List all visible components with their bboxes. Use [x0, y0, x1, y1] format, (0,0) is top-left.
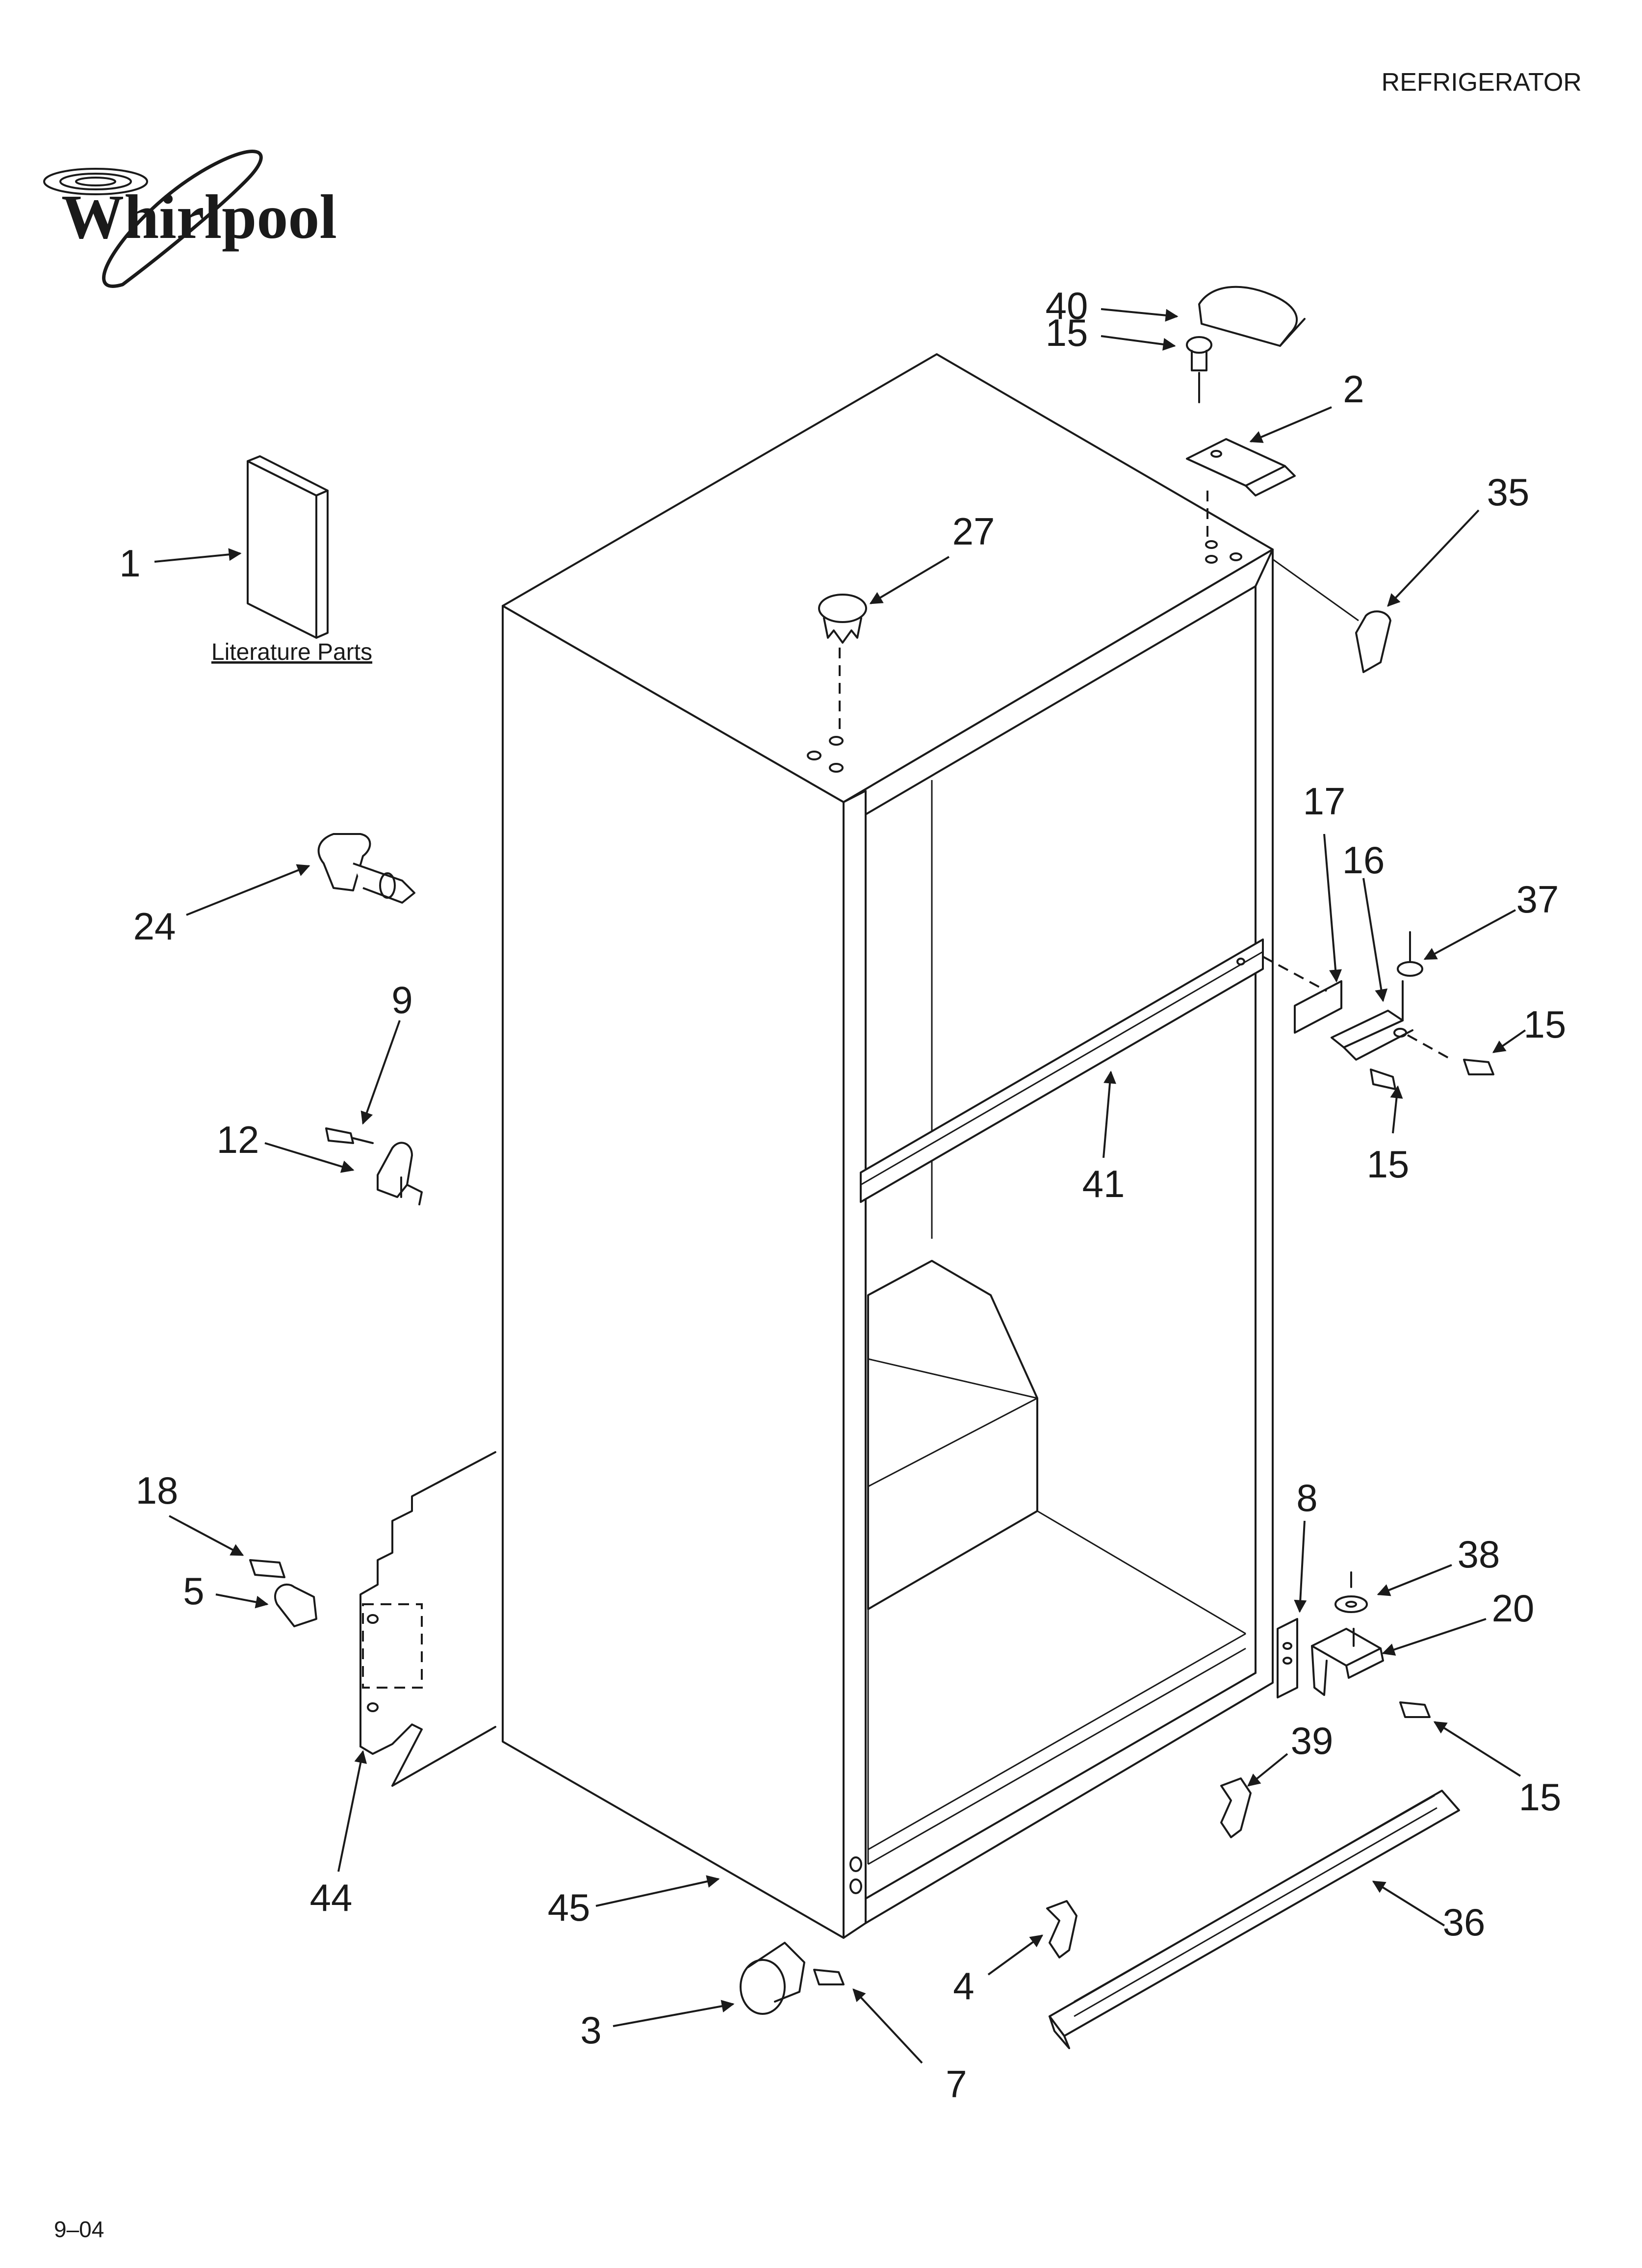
callout-36: 36 — [1443, 1901, 1486, 1944]
callout-15: 15 — [1046, 311, 1088, 354]
callout-8: 8 — [1296, 1476, 1317, 1519]
callout-15: 15 — [1524, 1003, 1566, 1046]
callout-leaders — [154, 308, 1526, 2064]
callout-40: 40 — [1046, 284, 1088, 327]
callout-12: 12 — [217, 1118, 259, 1161]
literature-parts-label: Literature Parts — [211, 639, 372, 665]
refrigerator-cabinet — [502, 353, 1274, 1939]
callout-7: 7 — [946, 2062, 967, 2106]
callout-1: 1 — [119, 542, 140, 585]
callout-20: 20 — [1492, 1587, 1535, 1630]
revision-code: 9–04 — [54, 2216, 104, 2242]
callout-44: 44 — [310, 1876, 353, 1919]
page-header-title: REFRIGERATOR — [1382, 68, 1582, 97]
callout-35: 35 — [1487, 470, 1530, 514]
front-roller-part — [740, 1942, 845, 2015]
center-hinge-assembly — [1262, 931, 1494, 1090]
leveling-bolt-part — [317, 833, 415, 904]
callout-numbers: 40 15 2 35 27 1 24 17 16 37 15 15 9 12 4… — [119, 284, 1566, 2106]
callout-37: 37 — [1516, 878, 1559, 921]
hinge-cover-part — [1198, 286, 1306, 347]
callout-9: 9 — [391, 978, 412, 1021]
callout-18: 18 — [136, 1469, 179, 1512]
callout-16: 16 — [1342, 838, 1385, 882]
callout-41: 41 — [1082, 1162, 1125, 1205]
callout-27: 27 — [952, 510, 995, 553]
callout-17: 17 — [1303, 780, 1346, 823]
callout-4: 4 — [953, 1964, 974, 2007]
callout-38: 38 — [1458, 1533, 1500, 1576]
callout-15: 15 — [1519, 1775, 1562, 1819]
door-stop-part — [325, 1127, 423, 1205]
top-plug-part — [818, 594, 867, 736]
top-hinge-bracket-part — [1272, 558, 1391, 673]
callout-39: 39 — [1291, 1719, 1334, 1762]
bottom-hinge-assembly — [1277, 1571, 1431, 1718]
callout-5: 5 — [183, 1569, 204, 1613]
top-hinge-assembly — [1186, 336, 1296, 540]
grille-clip-part — [1046, 1777, 1252, 1958]
literature-parts-booklet — [247, 455, 329, 639]
toe-grille-part — [1049, 1790, 1460, 2049]
whirlpool-logo: Whirlpool — [43, 150, 337, 288]
rear-bracket-part — [249, 1451, 496, 1787]
callout-15: 15 — [1367, 1143, 1410, 1186]
callout-24: 24 — [133, 905, 176, 948]
cross-rail-part — [860, 938, 1264, 1203]
callout-2: 2 — [1343, 367, 1364, 411]
callout-45: 45 — [548, 1886, 590, 1929]
logo-wordmark: Whirlpool — [61, 182, 337, 252]
callout-3: 3 — [580, 2008, 601, 2052]
